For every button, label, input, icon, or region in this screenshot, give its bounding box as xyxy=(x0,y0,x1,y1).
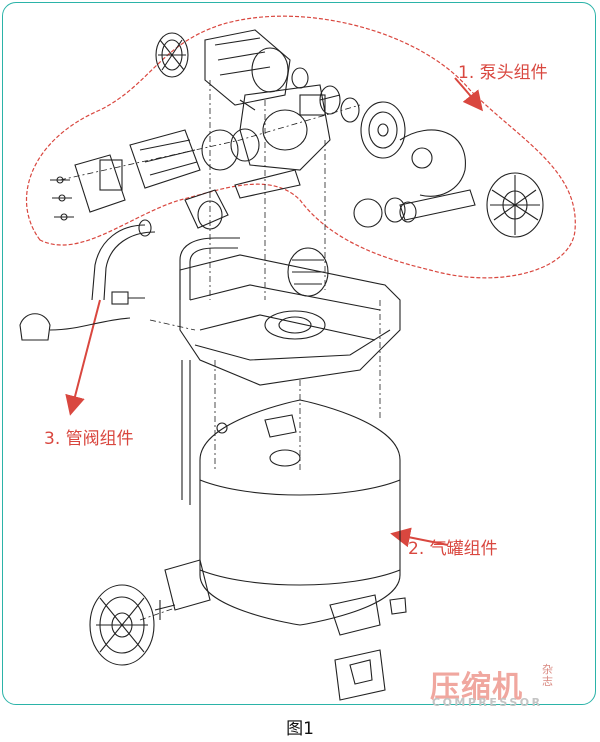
cylinder-head xyxy=(50,154,126,221)
watermark-name-en: COMPRESSOR xyxy=(432,696,543,709)
cooling-fan-left xyxy=(155,32,189,78)
discharge-tube xyxy=(91,219,156,301)
tank-label: 2. 气罐组件 xyxy=(408,539,498,559)
check-valve xyxy=(111,291,145,305)
pipe-valve-arrow xyxy=(65,299,101,416)
watermark-name-cn: 压缩机 xyxy=(430,670,523,705)
power-cord-plug xyxy=(19,313,131,341)
tank-bracket xyxy=(164,559,381,636)
rubber-foot xyxy=(334,649,386,701)
air-tank xyxy=(199,399,401,626)
figure-frame xyxy=(2,2,596,705)
pump-head-label: 1. 泵头组件 xyxy=(458,63,548,83)
bearings xyxy=(291,67,360,123)
cooling-fan-right xyxy=(486,172,544,238)
magazine-watermark: 压缩机 杂志 COMPRESSOR xyxy=(430,662,553,710)
pump-head-arrow xyxy=(454,77,483,112)
pipe-fitting-upper xyxy=(184,169,301,230)
crank-ring xyxy=(399,129,466,197)
motor-stator xyxy=(204,29,291,106)
motor-cap xyxy=(287,247,329,297)
drain-valve xyxy=(389,597,407,615)
piston-valve-plate xyxy=(129,128,260,189)
assembly-axes xyxy=(59,80,381,621)
figure-caption: 图1 xyxy=(286,719,314,739)
tank-arrow xyxy=(390,527,449,548)
pipe-valve-label: 3. 管阀组件 xyxy=(44,429,134,449)
base-shroud xyxy=(179,254,401,386)
connecting-rod xyxy=(353,189,476,228)
wheel xyxy=(89,584,176,666)
pump-head-outline xyxy=(25,15,576,279)
handle-frame xyxy=(179,237,240,505)
watermark-tag-cn: 杂志 xyxy=(542,663,553,688)
drive-pulley xyxy=(360,101,406,159)
tank-fitting xyxy=(216,414,297,438)
